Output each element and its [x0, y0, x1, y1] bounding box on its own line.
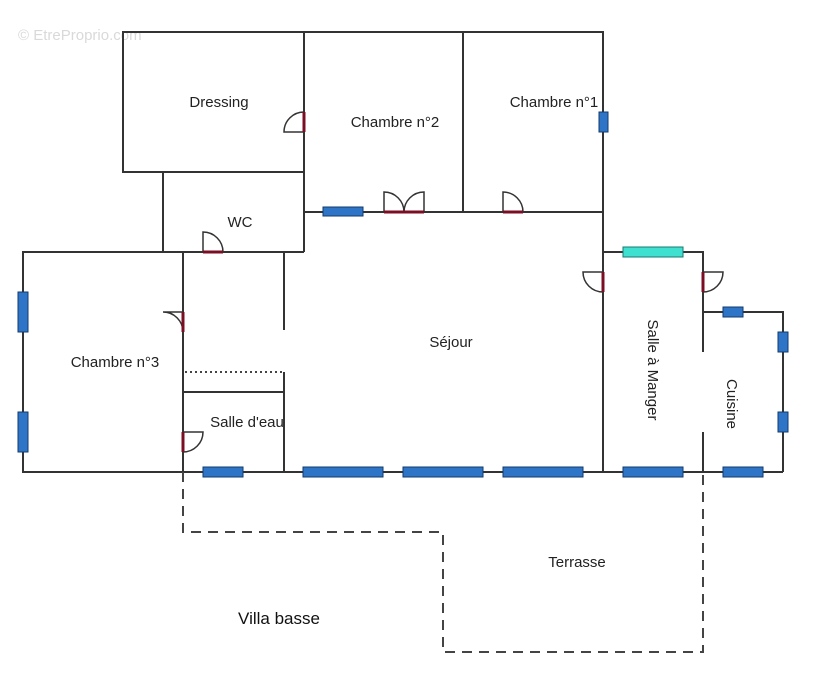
window-cuisine-east-2	[777, 411, 789, 433]
door-chambre3	[162, 311, 185, 333]
window-chambre2	[322, 206, 364, 217]
door-sejour-salle-a-manger	[582, 271, 605, 293]
door-chambre2-double	[383, 191, 425, 214]
room-label-cuisine: Cuisine	[723, 379, 740, 429]
doors	[162, 111, 724, 453]
window-sejour-2	[402, 466, 484, 478]
window-cuisine-south	[722, 466, 764, 478]
cuisine-walls	[703, 311, 784, 472]
room-label-sejour: Séjour	[429, 334, 472, 351]
window-salle-a-manger	[622, 466, 684, 478]
door-wc	[202, 231, 224, 254]
window-chambre1	[598, 111, 609, 133]
door-chambre1	[502, 191, 524, 214]
room-label-chambre3: Chambre n°3	[71, 354, 160, 371]
room-label-salle-deau: Salle d'eau	[210, 414, 284, 431]
watermark-text: © EtreProprio.com	[18, 27, 142, 44]
skylight-window	[622, 246, 684, 258]
plan-caption: Villa basse	[238, 609, 320, 628]
door-salle-deau	[181, 431, 204, 453]
room-label-wc: WC	[228, 214, 253, 231]
window-chambre3-upper	[17, 291, 29, 333]
room-label-terrasse: Terrasse	[548, 554, 606, 571]
room-label-chambre1: Chambre n°1	[510, 94, 599, 111]
windows	[17, 111, 789, 478]
window-salle-deau	[202, 466, 244, 478]
door-dressing	[283, 111, 306, 133]
window-chambre3-lower	[17, 411, 29, 453]
room-label-chambre2: Chambre n°2	[351, 114, 440, 131]
window-cuisine-east-1	[777, 331, 789, 353]
window-cuisine-top	[722, 306, 744, 318]
window-sejour-3	[502, 466, 584, 478]
chambre3-walls	[22, 251, 183, 473]
window-sejour-1	[302, 466, 384, 478]
bedrooms-top-wall	[304, 31, 604, 252]
room-label-salle-a-manger: Salle à Manger	[644, 320, 661, 421]
door-cuisine	[701, 271, 724, 293]
room-label-dressing: Dressing	[189, 94, 248, 111]
terrace-outline	[182, 472, 704, 653]
